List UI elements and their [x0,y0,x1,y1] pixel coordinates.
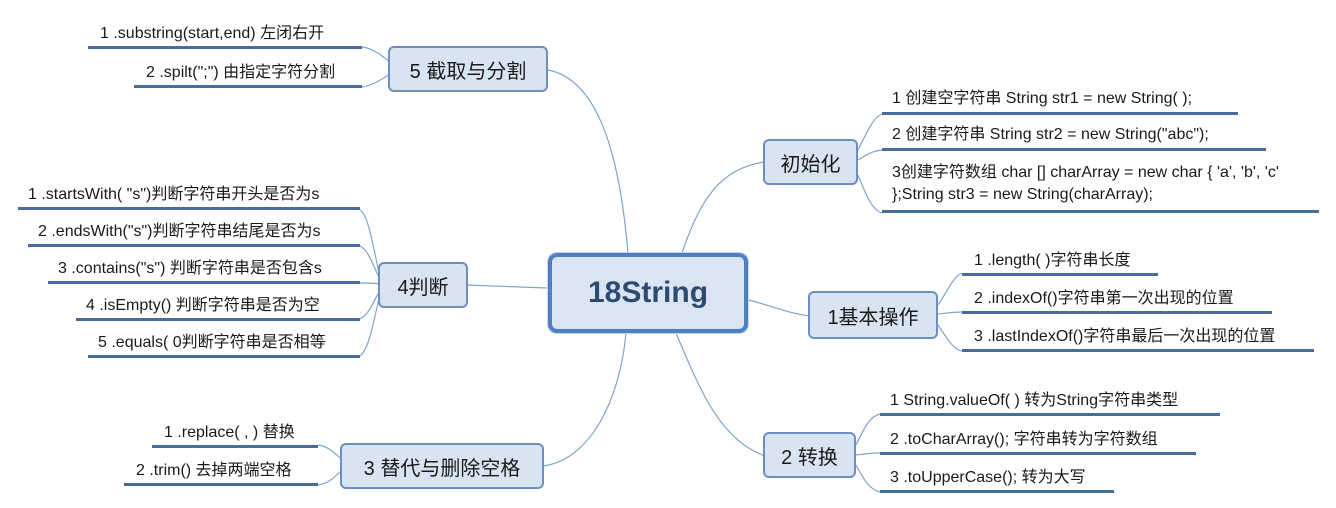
branch-replace[interactable]: 3 替代与删除空格 [340,443,544,489]
connector-convert-3 [855,464,881,493]
leaf-substr-2[interactable]: 2 .spilt(";") 由指定字符分割 [134,63,362,88]
leaf-basic-3[interactable]: 3 .lastIndexOf()字符串最后一次出现的位置 [962,327,1314,352]
branch-init[interactable]: 初始化 [763,139,858,185]
leaf-replace-2[interactable]: 2 .trim() 去掉两端空格 [124,461,318,486]
connector-init-1 [857,113,883,151]
connector-root-basic [747,299,811,317]
branch-convert[interactable]: 2 转换 [763,432,856,478]
connector-root-judge [465,284,549,289]
root-label: 18String [587,276,709,309]
leaf-convert-3[interactable]: 3 .toUpperCase(); 转为大写 [880,468,1114,493]
connector-judge-1 [359,209,381,279]
connector-root-substr [547,69,629,254]
leaf-convert-1[interactable]: 1 String.valueOf( ) 转为String字符串类型 [880,391,1220,416]
connector-root-init [681,161,766,254]
leaf-init-2[interactable]: 2 创建字符串 String str2 = new String("abc"); [882,125,1266,151]
leaf-judge-3[interactable]: 3 .contains("s") 判断字符串是否包含s [48,259,360,284]
branch-judge[interactable]: 4判断 [378,262,468,308]
connector-root-replace [542,332,627,467]
connector-replace-2 [317,469,343,486]
connector-substr-2 [361,73,391,88]
connector-root-convert [675,332,766,457]
branch-replace-label: 3 替代与删除空格 [363,457,521,480]
branch-substr-label: 5 截取与分割 [409,60,527,83]
branch-substr[interactable]: 5 截取与分割 [388,46,548,92]
leaf-judge-2[interactable]: 2 .endsWith("s")判断字符串结尾是否为s [28,222,360,247]
leaf-basic-2[interactable]: 2 .indexOf()字符串第一次出现的位置 [962,289,1272,314]
connector-basic-3 [937,324,963,352]
leaf-init-3[interactable]: 3创建字符数组 char [] charArray = new char { '… [882,162,1319,213]
connector-judge-4 [359,289,381,320]
connector-convert-1 [855,413,881,446]
leaf-basic-1[interactable]: 1 .length( )字符串长度 [962,251,1158,276]
branch-convert-label: 2 转换 [781,446,838,469]
connector-judge-3 [359,282,381,285]
leaf-init-1[interactable]: 1 创建空字符串 String str1 = new String( ); [882,89,1238,115]
leaf-judge-4[interactable]: 4 .isEmpty() 判断字符串是否为空 [76,296,360,321]
leaf-convert-2[interactable]: 2 .toCharArray(); 字符串转为字符数组 [880,430,1196,455]
branch-init-label: 初始化 [780,153,841,176]
branch-basic-label: 1基本操作 [827,306,919,329]
connector-basic-2 [937,311,963,315]
connector-convert-2 [855,452,881,456]
connector-replace-1 [317,444,343,461]
connector-judge-5 [359,293,381,357]
leaf-judge-5[interactable]: 5 .equals( 0判断字符串是否相等 [88,333,360,358]
leaf-substr-1[interactable]: 1 .substring(start,end) 左闭右开 [88,24,362,49]
leaf-replace-1[interactable]: 1 .replace( , ) 替换 [152,423,318,448]
connector-init-3 [857,174,883,214]
connector-init-2 [857,149,883,161]
root-node[interactable]: 18String [548,253,748,333]
leaf-judge-1[interactable]: 1 .startsWith( "s")判断字符串开头是否为s [18,185,360,210]
connector-substr-1 [361,46,391,63]
branch-basic[interactable]: 1基本操作 [808,291,938,339]
branch-judge-label: 4判断 [397,276,449,299]
connector-basic-1 [937,272,963,306]
